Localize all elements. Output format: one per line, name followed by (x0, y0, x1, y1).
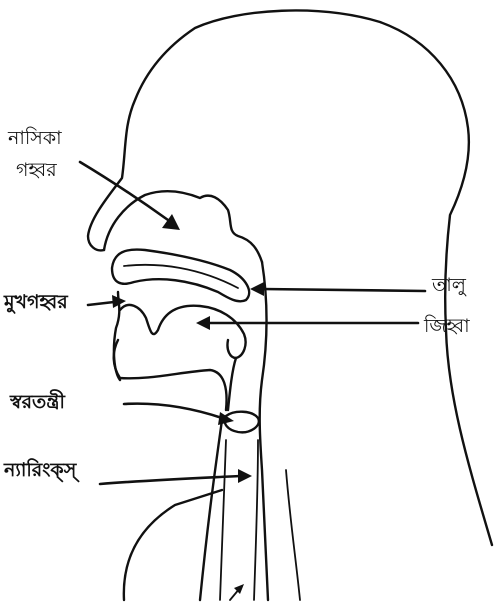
palate-inner-line (124, 265, 238, 288)
mouth-cavity-label: মুখগহ্বর (3, 291, 69, 314)
pharynx-front-wall (228, 358, 236, 410)
vocal-cords-arrow-line (124, 404, 222, 418)
pharynx-back-wall (260, 262, 268, 600)
nasal-cavity-label-line2: গহ্বর (16, 159, 57, 181)
vocal-cords-label: স্বরতন্ত্রী (9, 389, 66, 413)
palate-arrow-line (262, 289, 425, 291)
esophagus-line (286, 470, 300, 600)
tongue-arrow-head (196, 316, 210, 330)
mouth-cavity-arrow-line (88, 302, 114, 305)
trachea-line-right (254, 440, 258, 600)
larynx-arrow-line (100, 476, 240, 484)
tongue-label: জিহ্বা (423, 315, 470, 337)
nasal-cavity-label-line1: নাসিকা (7, 127, 62, 149)
palate-arrow-head (250, 282, 264, 296)
palate-outline (112, 250, 249, 302)
palate-label: তালু (431, 274, 467, 296)
trachea-line-left (220, 440, 226, 600)
chin-neck-outline (114, 340, 227, 600)
tongue-outline (120, 305, 246, 358)
larynx-arrow-head (238, 469, 252, 483)
larynx-label: ন্যারিংক্‌স্‌ (3, 458, 80, 483)
